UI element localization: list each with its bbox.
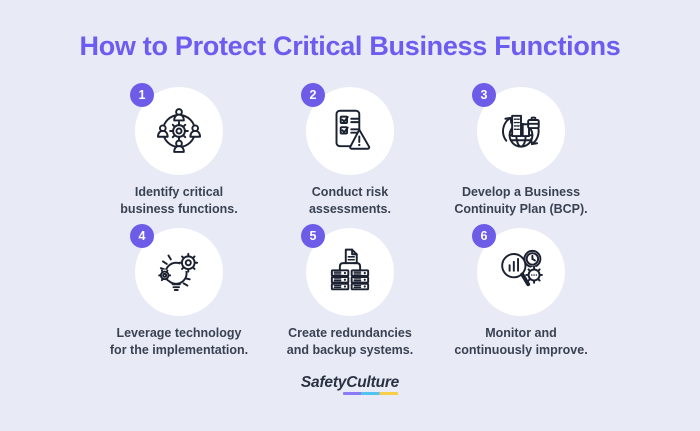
logo-gradient-underline [343,392,399,395]
step-2-caption: Conduct risk assessments. [308,185,391,216]
business-continuity-globe-icon [502,114,540,148]
step-2-icon-circle: 2 [301,83,394,175]
footer: SafetyCulture [0,374,700,395]
logo-text-culture: Culture [346,374,400,391]
step-4: 4 Leverage technology for the implementa… [94,224,264,359]
step-3-caption: Develop a Business Continuity Plan (BCP)… [454,185,588,216]
risk-checklist-icon [335,109,371,150]
step-number-badge: 1 [130,83,154,107]
step-1-caption: Identify critical business functions. [120,185,238,216]
step-number-badge: 3 [472,83,496,107]
team-network-icon [157,108,201,153]
step-number-badge: 6 [472,224,496,248]
safetyculture-logo: SafetyCulture [300,374,400,395]
step-5: 5 Create redundancies and backup systems… [265,224,435,359]
step-2: 2 Conduct risk assessments. [265,83,435,218]
lightbulb-gears-icon [158,252,199,291]
step-number-badge: 2 [301,83,325,107]
step-6-icon-circle: 6 [472,224,565,316]
step-5-caption: Create redundancies and backup systems. [286,326,414,357]
steps-grid: 1 Identify critical business functions. [94,83,606,369]
page-title: How to Protect Critical Business Functio… [79,31,621,61]
magnifier-analytics-icon [501,249,543,287]
step-number-badge: 4 [130,224,154,248]
step-4-icon-circle: 4 [130,224,223,316]
step-5-icon-circle: 5 [301,224,394,316]
step-1-icon-circle: 1 [130,83,223,175]
step-3: 3 Develop a Business Continuity Plan (BC… [436,83,606,218]
step-1: 1 Identify critical business functions. [94,83,264,218]
step-4-caption: Leverage technology for the implementati… [109,326,249,357]
step-6-caption: Monitor and continuously improve. [454,326,588,357]
backup-servers-icon [330,248,370,291]
step-3-icon-circle: 3 [472,83,565,175]
step-6: 6 Monitor and continuously improve. [436,224,606,359]
logo-text-safety: Safety [300,374,347,391]
step-number-badge: 5 [301,224,325,248]
